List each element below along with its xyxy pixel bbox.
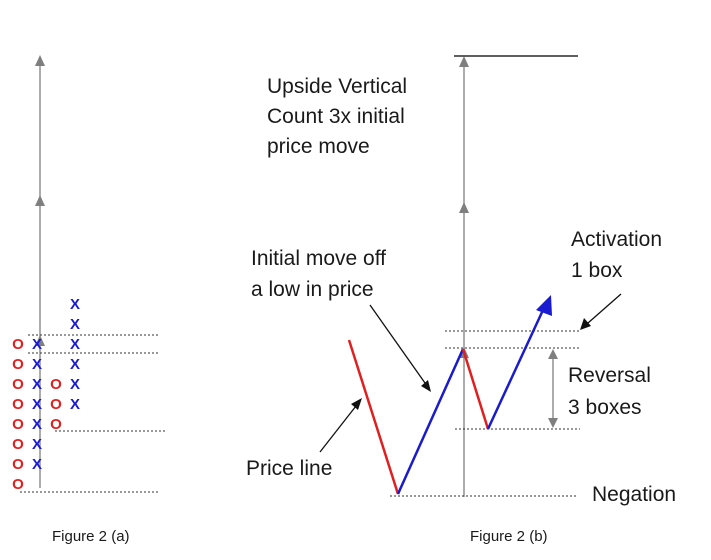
pf-box-col4-row5: X [70,316,80,333]
upside-vertical-count-line-3: price move [267,135,370,158]
figure-b-reversal-arrow-up-icon [548,349,558,359]
pf-box-col1-row1: O [12,476,24,493]
pf-box-col2-row6: X [32,356,42,373]
figure-b-initial-move-pointer-head-icon [421,380,431,392]
figure-a-arrow-head-top-icon [35,55,45,66]
pf-box-col3-row2: O [50,396,62,413]
figure-b-price-line-pointer-head-icon [351,398,362,410]
figure-b-price-line-red-down [347,339,400,495]
activation-label-line-2: 1 box [571,259,623,282]
pf-box-col4-row3: X [70,356,80,373]
pf-box-col4-row2: X [70,376,80,393]
initial-move-label-line-1: Initial move off [251,247,386,270]
figure-b: Upside Vertical Count 3x initial price m… [246,55,676,545]
pf-box-col1-row5: O [12,396,24,413]
figure-b-price-line-blue-up [396,348,465,495]
pf-box-col4-row4: X [70,336,80,353]
figure-b-price-line-pointer [319,405,357,453]
figure-a-arrow-head-mid-icon [35,195,45,206]
pf-box-col2-row3: X [32,416,42,433]
upside-vertical-count-line-1: Upside Vertical [267,75,407,98]
figure-b-breakout-arrow-head-icon [536,295,552,316]
pf-box-col3-row3: O [50,376,62,393]
reversal-label-line-1: Reversal [568,364,651,387]
figure-b-reversal-arrow-down-icon [548,418,558,428]
price-line-label: Price line [246,457,332,480]
negation-label: Negation [592,483,676,506]
pf-box-col1-row8: O [12,336,24,353]
pf-box-col1-row2: O [12,456,24,473]
figure-b-arrow-head-top-icon [459,56,469,67]
figure-a-arrow-head-low-icon [35,335,45,346]
pf-box-col3-row1: O [50,416,62,433]
pf-box-col2-row4: X [32,396,42,413]
pf-box-col1-row7: O [12,356,24,373]
pf-box-col4-row1: X [70,396,80,413]
activation-label-line-1: Activation [571,228,662,251]
pf-box-col4-row6: X [70,296,80,313]
pf-box-col1-row3: O [12,436,24,453]
upside-vertical-count-line-2: Count 3x initial [267,105,405,128]
pf-box-col2-row5: X [32,376,42,393]
pf-box-col1-row6: O [12,376,24,393]
initial-move-label-line-2: a low in price [251,278,374,301]
pf-box-col2-row1: X [32,456,42,473]
pf-box-col2-row7: X [32,336,42,353]
figure-b-initial-move-pointer [369,304,426,384]
figure-b-activation-pointer-head-icon [580,318,591,330]
pf-box-col1-row4: O [12,416,24,433]
figure-b-price-line-red-reversal [461,348,490,430]
pf-box-col2-row2: X [32,436,42,453]
figure-b-activation-pointer [587,293,622,324]
figure-b-arrow-head-mid-icon [459,202,469,213]
figure-a-caption: Figure 2 (a) [52,528,130,545]
figure-b-caption: Figure 2 (b) [470,528,548,545]
figure-b-price-line-blue-breakout [486,309,545,430]
reversal-label-line-2: 3 boxes [568,396,642,419]
